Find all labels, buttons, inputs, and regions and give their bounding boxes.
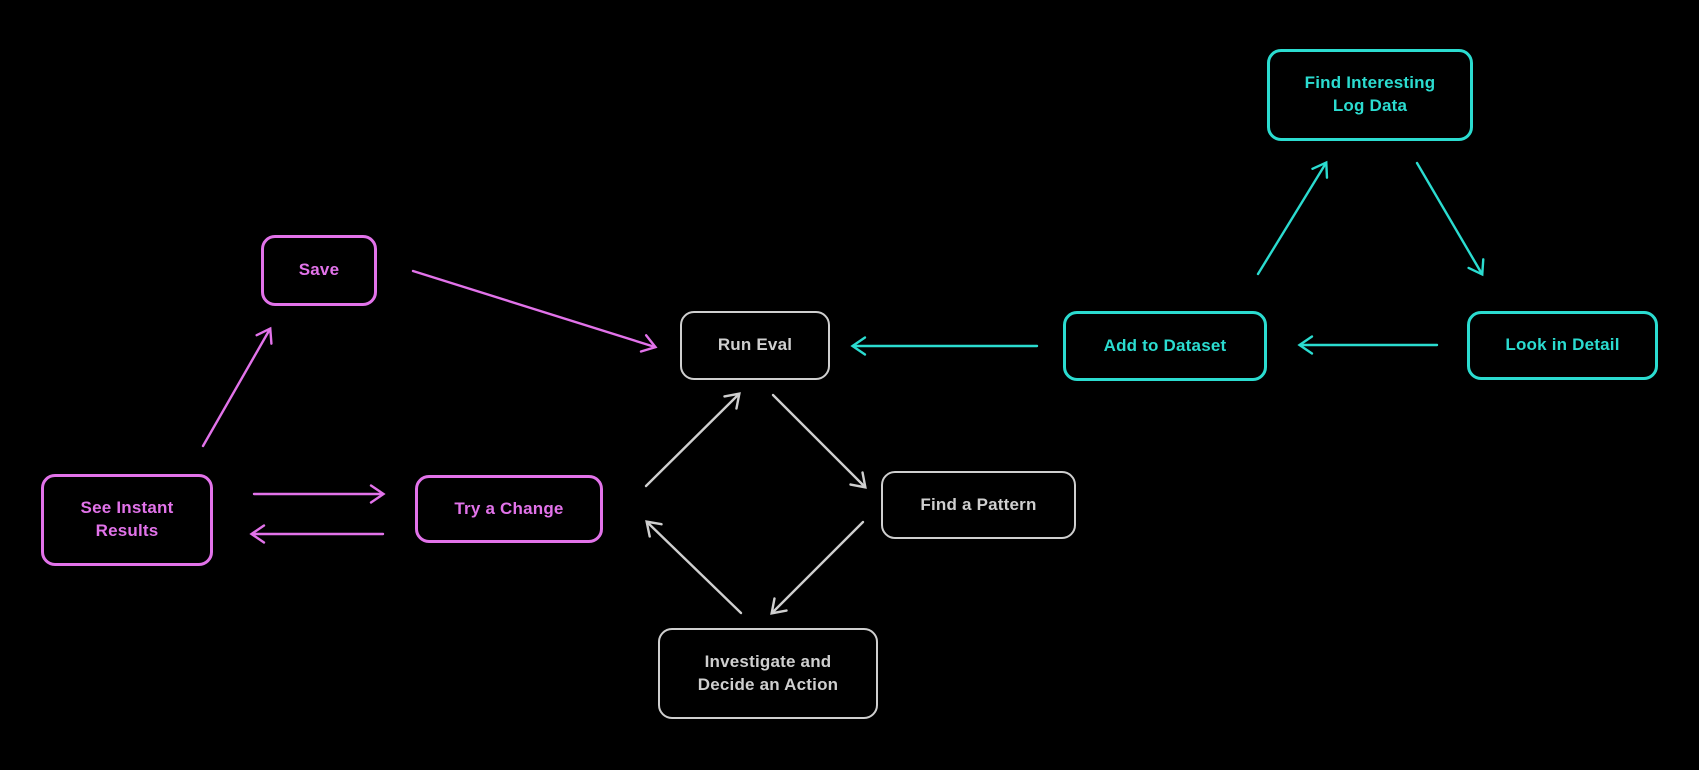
node-investigate-label: Investigate and Decide an Action (697, 651, 839, 694)
node-find-a-pattern: Find a Pattern (881, 471, 1076, 539)
node-add-to-dataset: Add to Dataset (1063, 311, 1267, 381)
node-look-in-detail: Look in Detail (1467, 311, 1658, 380)
node-run-eval-label: Run Eval (717, 335, 793, 355)
edge-add-to-dataset-to-find-interesting-log-data (1256, 160, 1329, 276)
node-see-instant-results: See Instant Results (41, 474, 213, 566)
edge-try-a-change-to-run-eval (644, 392, 741, 488)
node-run-eval: Run Eval (680, 311, 830, 380)
node-find-a-pattern-label: Find a Pattern (920, 494, 1037, 514)
node-save: Save (261, 235, 377, 306)
node-try-a-change: Try a Change (415, 475, 603, 543)
node-find-interesting-log-data-label: Find Interesting Log Data (1304, 73, 1436, 115)
node-see-instant-results-label: See Instant Results (80, 498, 174, 540)
node-try-a-change-label: Try a Change (454, 498, 564, 518)
node-find-interesting-log-data: Find Interesting Log Data (1267, 49, 1473, 141)
node-save-label: Save (298, 260, 340, 280)
edge-find-interesting-log-data-to-look-in-detail (1415, 161, 1485, 277)
node-investigate-and-decide-an-action: Investigate and Decide an Action (658, 628, 878, 719)
edge-see-instant-results-to-save (201, 326, 273, 448)
edge-investigate-to-try-a-change (645, 520, 743, 615)
node-look-in-detail-label: Look in Detail (1505, 335, 1620, 355)
edge-save-to-run-eval (411, 269, 658, 353)
node-add-to-dataset-label: Add to Dataset (1103, 335, 1227, 355)
edge-find-a-pattern-to-investigate (770, 520, 865, 615)
edge-run-eval-to-find-a-pattern (771, 393, 867, 489)
